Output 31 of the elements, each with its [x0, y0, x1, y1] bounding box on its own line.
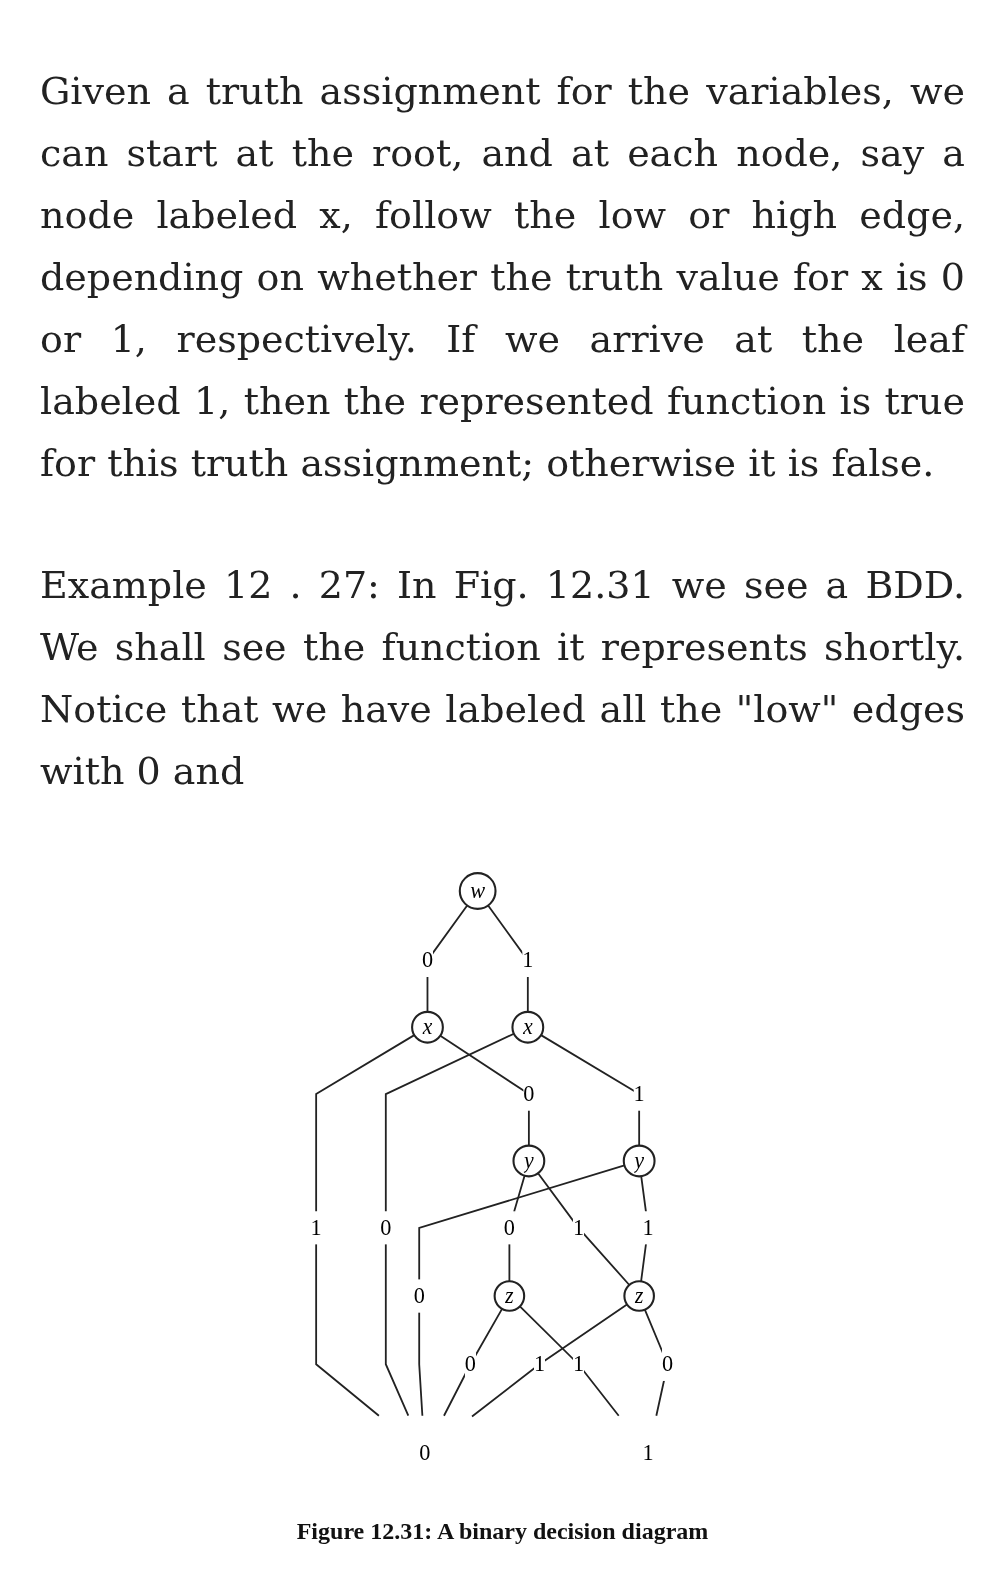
connector	[518, 1305, 620, 1417]
connector	[384, 1032, 515, 1417]
edge-label: 0	[503, 1215, 515, 1239]
node-circle: x	[510, 1010, 544, 1044]
edge-label: 1	[642, 1215, 654, 1239]
node-circle: z	[622, 1280, 655, 1312]
edge-label: 0	[413, 1283, 425, 1308]
edge-label: 0	[661, 1351, 673, 1376]
node-circle: w	[458, 872, 497, 910]
paragraph: Example 12 . 27: In Fig. 12.31 we see a BDD. We shall see the function it represents shortly. Notice that we have labeled all the "low" edges with 0 and	[40, 562, 965, 795]
connector	[417, 1164, 625, 1417]
edge-label: 1	[521, 947, 533, 972]
connector	[536, 1172, 630, 1286]
edge-label: 1	[633, 1081, 645, 1106]
figure-caption: Figure 12.31: A binary decision diagram	[295, 1518, 710, 1545]
node-circle: y	[511, 1144, 545, 1178]
edge-label: 0	[379, 1215, 391, 1239]
edge-label: 0	[522, 1081, 534, 1106]
edge-label: 0	[464, 1351, 476, 1376]
node-text: 0	[418, 1440, 430, 1465]
edge-label: 1	[533, 1351, 545, 1376]
node-circle: y	[622, 1144, 656, 1178]
edge-label: 1	[310, 1215, 322, 1239]
edge-label: 1	[572, 1215, 584, 1239]
edge-label: 0	[421, 947, 433, 972]
node-text: 1	[642, 1440, 654, 1465]
node-circle: z	[493, 1280, 525, 1312]
edge-label: 1	[572, 1351, 584, 1376]
node-circle: x	[410, 1010, 444, 1044]
connector	[470, 1303, 628, 1418]
connector	[314, 1034, 415, 1417]
